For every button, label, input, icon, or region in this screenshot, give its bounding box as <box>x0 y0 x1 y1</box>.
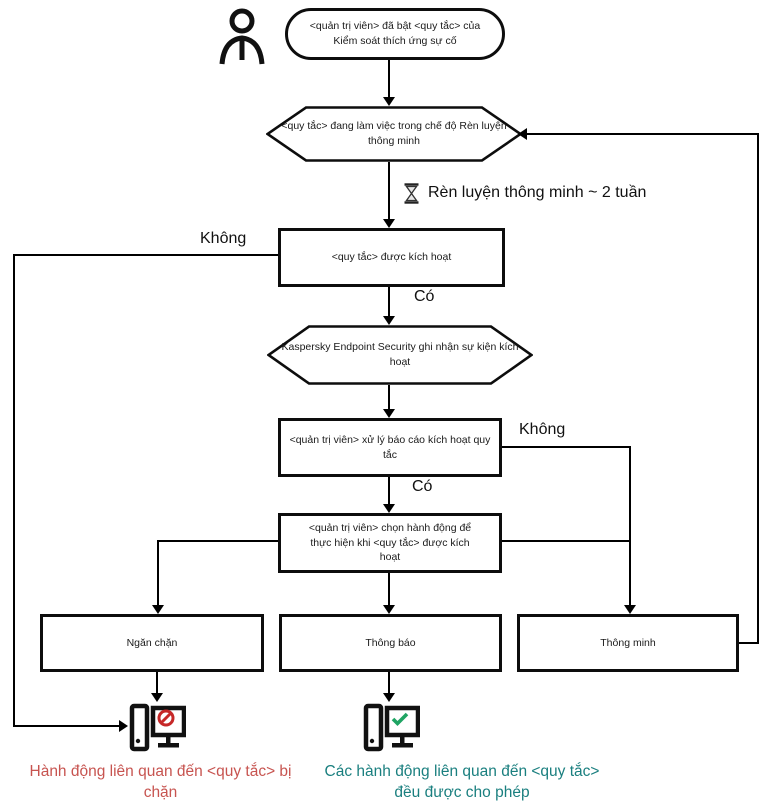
connector-smart-feedback <box>527 133 759 135</box>
connector-smart-feedback <box>757 133 759 644</box>
event-logged-node: Kaspersky Endpoint Security ghi nhận sự … <box>267 325 533 385</box>
rule-triggered-node: <quy tắc> được kích hoạt <box>278 228 505 287</box>
edge-label-yes-2: Có <box>412 478 433 495</box>
connector-to-block <box>158 540 278 542</box>
outcome-allowed-caption: Các hành động liên quan đến <quy tắc> đề… <box>324 763 600 801</box>
arrowhead <box>383 605 395 614</box>
connector-no-left <box>13 254 278 256</box>
start-node-label: <quản trị viên> đã bật <quy tắc> của Kiể… <box>309 20 481 47</box>
connector-logged-report <box>388 385 390 410</box>
edge-label-no-left: Không <box>200 230 247 247</box>
arrowhead <box>518 128 527 140</box>
action-block-label: Ngăn chặn <box>126 636 178 649</box>
connector-notify-outcome <box>388 672 390 694</box>
start-node: <quản trị viên> đã bật <quy tắc> của Kiể… <box>285 8 505 60</box>
action-smart-label: Thông minh <box>600 636 656 649</box>
checkmark-icon <box>391 712 409 727</box>
action-smart-node: Thông minh <box>517 614 739 672</box>
hourglass-icon <box>404 183 419 209</box>
connector-no-left <box>13 725 119 727</box>
admin-report-node: <quản trị viên> xử lý báo cáo kích hoạt … <box>278 418 502 477</box>
prohibition-icon <box>157 709 175 727</box>
edge-label-no-right: Không <box>519 421 566 438</box>
arrowhead <box>624 605 636 614</box>
connector-to-block <box>157 540 159 605</box>
event-logged-label: Kaspersky Endpoint Security ghi nhận sự … <box>281 341 519 368</box>
user-icon <box>218 6 266 73</box>
arrowhead <box>383 219 395 228</box>
arrowhead <box>152 605 164 614</box>
blocked-computer-icon <box>128 701 187 760</box>
admin-report-label: <quản trị viên> xử lý báo cáo kích hoạt … <box>289 433 491 461</box>
arrowhead <box>151 693 163 702</box>
arrowhead <box>119 720 128 732</box>
connector-training-triggered <box>388 162 390 220</box>
action-notify-label: Thông báo <box>365 636 416 649</box>
arrowhead <box>383 504 395 513</box>
connector-no-left <box>13 254 15 727</box>
connector-no-right <box>629 446 631 605</box>
arrowhead <box>383 409 395 418</box>
connector-to-notify <box>388 573 390 605</box>
edge-label-yes-1: Có <box>414 288 435 305</box>
connector-yes-2 <box>388 477 390 505</box>
rule-triggered-label: <quy tắc> được kích hoạt <box>331 251 452 264</box>
connector-no-right <box>502 446 631 448</box>
action-block-node: Ngăn chặn <box>40 614 264 672</box>
admin-action-node: <quản trị viên> chọn hành động để thực h… <box>278 513 502 573</box>
training-duration-label: Rèn luyện thông minh ~ 2 tuần <box>428 184 647 201</box>
arrowhead <box>383 316 395 325</box>
connector-smart-feedback <box>739 642 759 644</box>
allowed-computer-icon <box>362 701 421 760</box>
connector-yes-1 <box>388 287 390 317</box>
training-mode-label: <quy tắc> đang làm việc trong chế độ Rèn… <box>281 120 507 147</box>
connector-to-smart <box>502 540 631 542</box>
connector-start-training <box>388 60 390 98</box>
action-notify-node: Thông báo <box>279 614 502 672</box>
outcome-blocked-caption: Hành động liên quan đến <quy tắc> bị chặ… <box>29 763 292 801</box>
training-mode-node: <quy tắc> đang làm việc trong chế độ Rèn… <box>266 106 522 162</box>
admin-action-label: <quản trị viên> chọn hành động để thực h… <box>308 521 472 564</box>
arrowhead <box>383 97 395 106</box>
arrowhead <box>383 693 395 702</box>
connector-block-outcome <box>156 672 158 694</box>
